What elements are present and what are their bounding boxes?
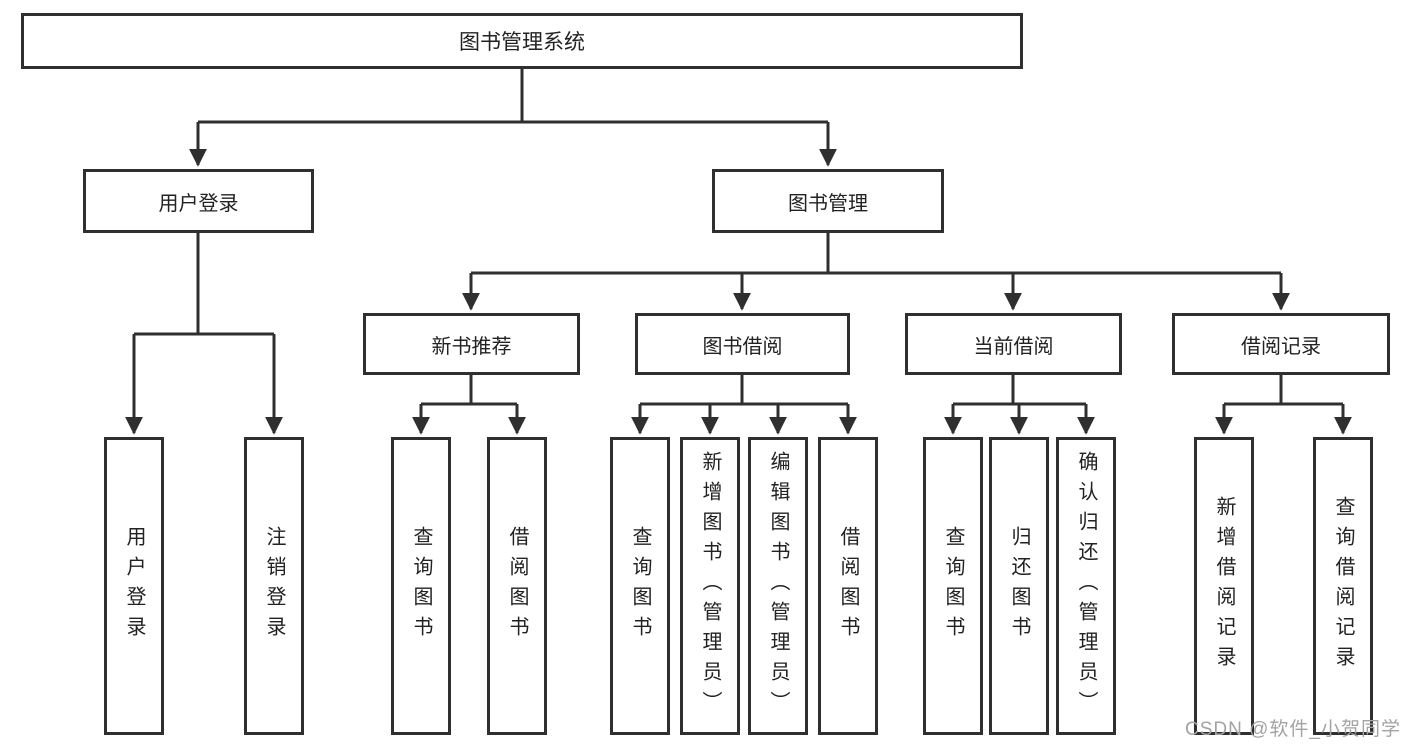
- leaf-borrow-books-1-label: 借阅图书: [506, 526, 528, 646]
- node-root-label: 图书管理系统: [459, 31, 585, 54]
- leaf-return-books: 归还图书: [989, 437, 1049, 735]
- leaf-edit-books-admin: 编辑图书（管理员）: [748, 437, 808, 735]
- leaf-edit-books-admin-label: 编辑图书（管理员）: [767, 451, 789, 721]
- leaf-confirm-return-admin-label: 确认归还（管理员）: [1075, 451, 1097, 721]
- leaf-add-borrow-record: 新增借阅记录: [1194, 437, 1254, 735]
- node-current-borrowing: 当前借阅: [905, 313, 1122, 375]
- leaf-query-books-3-label: 查询图书: [942, 526, 964, 646]
- leaf-query-books-2: 查询图书: [610, 437, 670, 735]
- leaf-query-books-1-label: 查询图书: [410, 526, 432, 646]
- node-book-borrowing: 图书借阅: [635, 313, 850, 375]
- node-borrowing-records: 借阅记录: [1172, 313, 1390, 375]
- node-current-borrowing-label: 当前借阅: [973, 335, 1054, 358]
- node-new-book-recommendation: 新书推荐: [363, 313, 580, 375]
- node-book-management: 图书管理: [712, 169, 944, 233]
- node-book-borrowing-label: 图书借阅: [702, 335, 783, 358]
- leaf-user-login-label: 用户登录: [123, 526, 145, 646]
- leaf-logout-label: 注销登录: [263, 526, 285, 646]
- node-user-login: 用户登录: [83, 169, 314, 233]
- leaf-query-borrow-record: 查询借阅记录: [1313, 437, 1373, 735]
- leaf-query-books-2-label: 查询图书: [629, 526, 651, 646]
- leaf-query-books-3: 查询图书: [923, 437, 983, 735]
- leaf-user-login: 用户登录: [104, 437, 164, 735]
- csdn-watermark: CSDN @软件_小贺同学: [1185, 719, 1401, 740]
- leaf-add-books-admin-label: 新增图书（管理员）: [699, 451, 721, 721]
- leaf-return-books-label: 归还图书: [1008, 526, 1030, 646]
- node-borrowing-records-label: 借阅记录: [1241, 335, 1321, 358]
- node-root: 图书管理系统: [21, 13, 1023, 69]
- leaf-logout: 注销登录: [244, 437, 304, 735]
- leaf-confirm-return-admin: 确认归还（管理员）: [1056, 437, 1116, 735]
- leaf-query-borrow-record-label: 查询借阅记录: [1332, 496, 1354, 676]
- node-user-login-label: 用户登录: [158, 192, 239, 215]
- leaf-add-borrow-record-label: 新增借阅记录: [1213, 496, 1235, 676]
- leaf-borrow-books-2: 借阅图书: [818, 437, 878, 735]
- leaf-borrow-books-1: 借阅图书: [487, 437, 547, 735]
- leaf-add-books-admin: 新增图书（管理员）: [680, 437, 740, 735]
- node-book-management-label: 图书管理: [788, 192, 868, 215]
- leaf-borrow-books-2-label: 借阅图书: [837, 526, 859, 646]
- node-new-book-recommendation-label: 新书推荐: [431, 335, 512, 358]
- leaf-query-books-1: 查询图书: [391, 437, 451, 735]
